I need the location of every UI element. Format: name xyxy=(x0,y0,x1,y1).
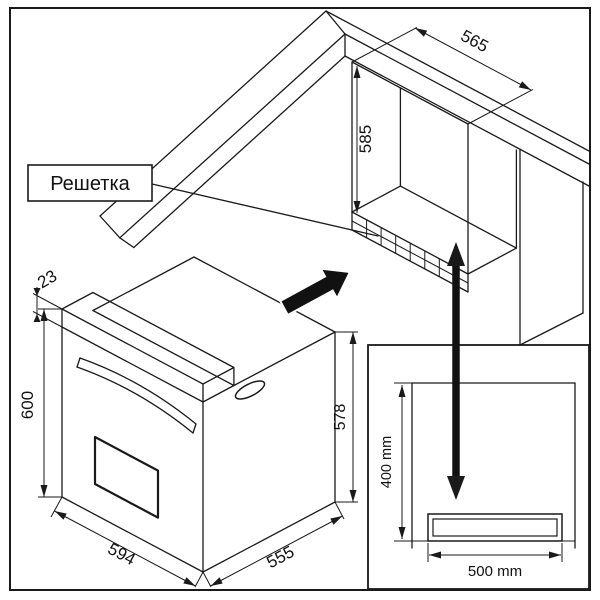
dim-400-label: 400 mm xyxy=(379,436,395,488)
height-double-arrow-icon xyxy=(447,242,465,500)
vent-recess-inner xyxy=(432,518,558,537)
dim-578: 578 xyxy=(332,331,358,503)
oven-control-panel xyxy=(61,291,235,403)
oven-door-window xyxy=(93,435,160,519)
dim-400: 400 mm xyxy=(379,382,428,542)
oven-side-grip xyxy=(234,380,266,400)
cabinet-drawing xyxy=(99,10,590,346)
niche-floor xyxy=(351,87,518,275)
callout-leader-line xyxy=(151,183,379,237)
dim-500: 500 mm xyxy=(427,543,563,580)
oven-handle xyxy=(79,357,197,425)
cabinet-side-panel xyxy=(519,148,584,346)
dim-585: 585 xyxy=(353,66,375,213)
vent-recess-outer xyxy=(427,513,563,542)
dim-578-label: 578 xyxy=(332,404,349,431)
inset-niche-front-view xyxy=(411,382,576,549)
oven-drawing xyxy=(61,256,336,573)
oven-door-details xyxy=(76,357,266,519)
dim-600-label: 600 xyxy=(18,391,37,419)
inset-box xyxy=(367,344,590,590)
dim-585-label: 585 xyxy=(356,125,375,153)
callout-label: Решетка xyxy=(50,173,130,195)
dim-600: 600 xyxy=(18,308,62,498)
insert-direction-arrow-icon xyxy=(278,267,352,317)
dim-500-label: 500 mm xyxy=(468,563,522,580)
inset-detail: 400 mm 500 mm xyxy=(367,344,590,590)
callout-box xyxy=(27,164,153,202)
callout: Решетка xyxy=(27,164,379,237)
oven-body xyxy=(61,256,336,573)
